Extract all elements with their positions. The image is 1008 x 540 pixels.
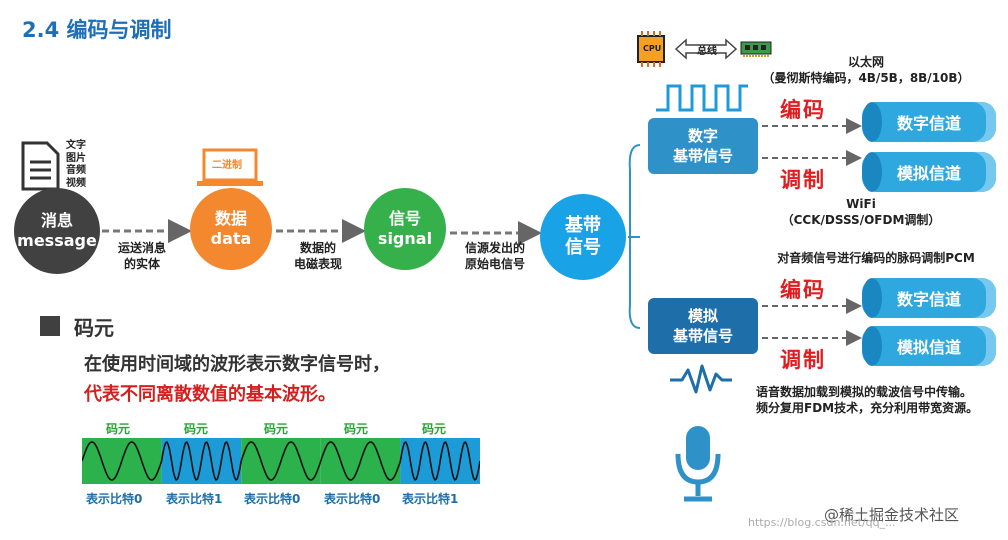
cpu-chip-icon [637, 31, 665, 67]
square-wave-icon [656, 84, 748, 112]
edge-label-line: 原始电信号 [464, 257, 525, 272]
section-line-1: 在使用时间域的波形表示数字信号时， [84, 354, 390, 375]
ethernet-title: 以太网 [847, 55, 884, 69]
symbol-wave-line [240, 441, 322, 481]
section-marker [40, 316, 60, 336]
box-label: 数字 [687, 126, 718, 145]
url-watermark: https://blog.csdn.net/qq_... [748, 516, 896, 529]
doc-label: 图片 [66, 152, 86, 164]
edge-label-line: 运送消息 [117, 241, 166, 255]
voice-note-line: 频分复用FDM技术，充分利用带宽资源。 [756, 401, 979, 416]
symbol-wave-line [82, 441, 163, 481]
bus-arrow-icon [674, 38, 738, 60]
doc-label: 文字 [66, 140, 86, 151]
wifi-title: WiFi [846, 197, 876, 211]
edge-label-data-signal: 数据的 电磁表现 [282, 240, 354, 272]
ethernet-detail: （曼彻斯特编码，4B/5B，8B/10B） [762, 71, 970, 86]
node-label: 消息 [40, 211, 73, 230]
bit-label: 表示比特0 [324, 492, 381, 506]
edge-label-line: 的实体 [123, 257, 160, 272]
pcm-note: 对音频信号进行编码的脉码调制PCM [777, 251, 975, 265]
document-icon [21, 141, 60, 191]
edge-label-msg-data: 运送消息 的实体 [108, 240, 176, 272]
symbol-waveform [82, 438, 480, 484]
symbol-label: 码元 [106, 422, 131, 436]
bit-label: 表示比特0 [86, 492, 143, 506]
digital-channel-top: 数字信道 [862, 102, 996, 142]
node-label: 信号 [388, 209, 421, 228]
channel-label: 模拟信道 [896, 164, 961, 183]
doc-label: 视频 [66, 177, 86, 189]
message-node: 消息 message [14, 188, 100, 274]
channel-label: 数字信道 [896, 114, 961, 133]
memory-stick-icon [740, 41, 772, 57]
cpu-label: CPU [643, 44, 662, 53]
section-line-2: 代表不同离散数值的基本波形。 [84, 384, 336, 405]
analog-channel-top: 模拟信道 [862, 152, 996, 192]
symbol-wave-line [320, 441, 402, 481]
node-sublabel: message [17, 231, 97, 250]
digital-channel-bottom: 数字信道 [862, 278, 996, 318]
channel-label: 数字信道 [896, 290, 961, 309]
laptop-icon [197, 148, 263, 186]
symbol-label: 码元 [344, 422, 369, 436]
node-sublabel: signal [377, 229, 433, 248]
laptop-text: 二进制 [212, 160, 242, 171]
node-label: 基带 [565, 214, 601, 236]
digital-baseband-box: 数字 基带信号 [648, 118, 758, 174]
wifi-note: WiFi （CCK/DSSS/OFDM调制） [776, 196, 946, 228]
node-sublabel: data [210, 229, 252, 248]
modulate-label-bottom: 调制 [780, 348, 826, 372]
ethernet-note: 以太网 （曼彻斯特编码，4B/5B，8B/10B） [756, 54, 976, 86]
bit-label: 表示比特1 [166, 492, 223, 506]
signal-node: 信号 signal [364, 188, 446, 270]
baseband-node: 基带 信号 [540, 194, 626, 280]
modulate-label-top: 调制 [780, 168, 826, 192]
bit-label: 表示比特1 [402, 492, 459, 506]
juejin-watermark: @稀土掘金技术社区 [824, 506, 960, 524]
doc-label-list: 文字 图片 音频 视频 [66, 140, 86, 190]
edge-label-line: 信源发出的 [464, 241, 525, 255]
analog-channel-bottom: 模拟信道 [862, 326, 996, 366]
edge-label-signal-base: 信源发出的 原始电信号 [456, 240, 534, 272]
symbol-label: 码元 [422, 422, 447, 436]
symbol-wave-line [160, 440, 242, 482]
encode-label-top: 编码 [780, 98, 826, 122]
box-sublabel: 基带信号 [672, 147, 733, 165]
node-label: 数据 [214, 209, 247, 228]
symbol-label: 码元 [184, 422, 209, 436]
section-heading: 码元 [74, 316, 114, 340]
box-sublabel: 基带信号 [672, 327, 733, 345]
edge-label-line: 数据的 [299, 241, 336, 255]
voice-note: 语音数据加载到模拟的载波信号中传输。 频分复用FDM技术，充分利用带宽资源。 [756, 384, 1006, 416]
edge-label-line: 电磁表现 [293, 257, 342, 272]
analog-baseband-box: 模拟 基带信号 [648, 298, 758, 354]
analog-wave-icon [670, 364, 732, 394]
wifi-detail: （CCK/DSSS/OFDM调制） [781, 213, 941, 228]
data-node: 数据 data [190, 188, 272, 270]
encode-label-bottom: 编码 [780, 278, 826, 302]
doc-label: 音频 [66, 165, 86, 176]
channel-label: 模拟信道 [896, 338, 961, 357]
bit-label: 表示比特0 [244, 492, 301, 506]
box-label: 模拟 [687, 306, 718, 325]
voice-note-line: 语音数据加载到模拟的载波信号中传输。 [756, 385, 973, 399]
symbol-wave-line [399, 440, 480, 482]
node-sublabel: 信号 [565, 237, 601, 258]
symbol-label: 码元 [264, 422, 289, 436]
bus-label: 总线 [697, 46, 717, 57]
page-title: 2.4 编码与调制 [22, 18, 172, 42]
microphone-icon [675, 426, 721, 502]
